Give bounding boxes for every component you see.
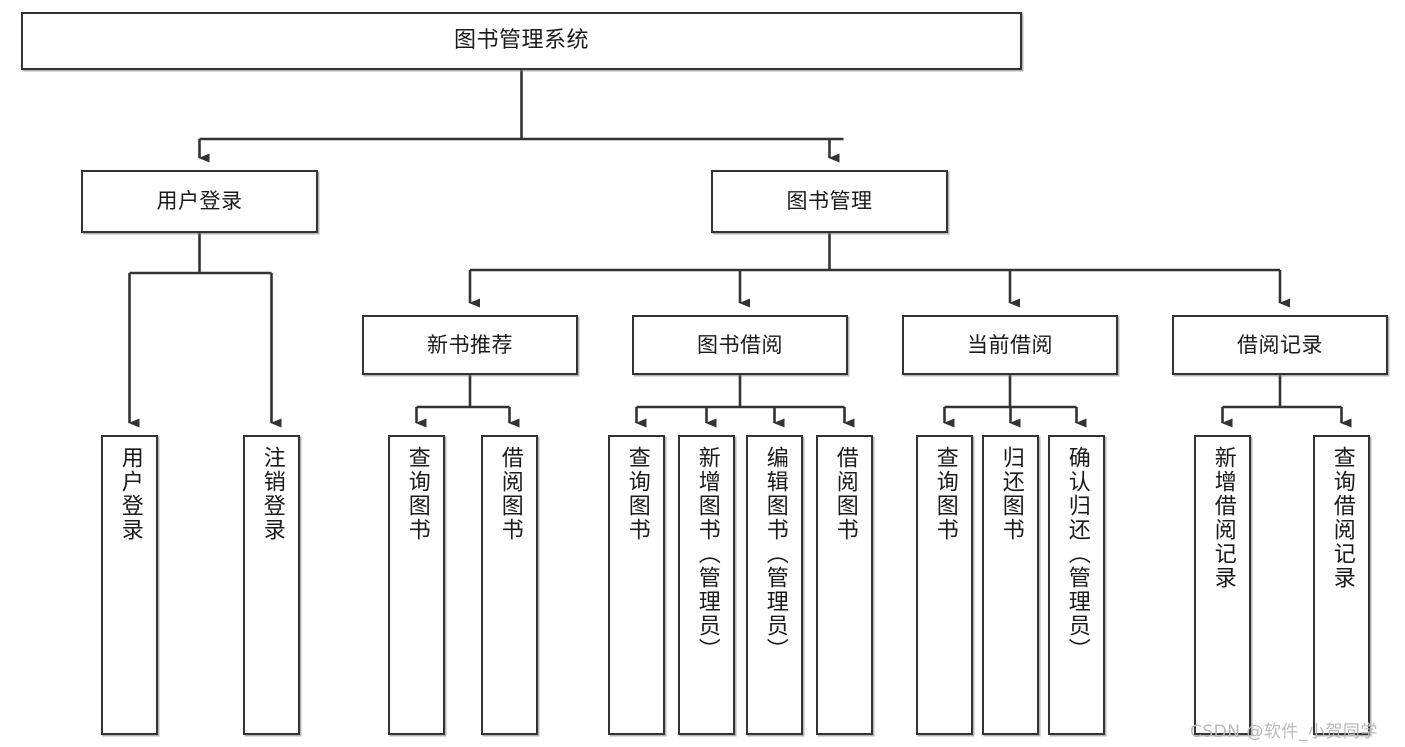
node-leaf-query-record-label: 查询借阅记录 — [1329, 446, 1355, 590]
node-borrow-record[interactable]: 借阅记录 — [1172, 315, 1388, 375]
node-leaf-query-book-3-label: 查询图书 — [932, 446, 958, 542]
node-leaf-add-book-label: 新增图书（管理员） — [694, 446, 720, 662]
node-leaf-borrow-book-1-label: 借阅图书 — [497, 446, 523, 542]
node-leaf-borrow-book-2[interactable]: 借阅图书 — [816, 435, 873, 735]
node-current-borrow-label: 当前借阅 — [967, 332, 1053, 357]
node-new-book-recommend-label: 新书推荐 — [427, 332, 513, 357]
node-user-login[interactable]: 用户登录 — [81, 170, 318, 233]
node-leaf-confirm-return-label: 确认归还（管理员） — [1064, 446, 1090, 662]
node-leaf-return-book-label: 归还图书 — [998, 446, 1024, 542]
node-user-login-label: 用户登录 — [156, 189, 243, 214]
node-leaf-query-book-2[interactable]: 查询图书 — [608, 435, 665, 735]
node-book-borrow[interactable]: 图书借阅 — [632, 315, 848, 375]
node-book-manage-label: 图书管理 — [786, 189, 873, 214]
watermark: CSDN @软件_小贺同学 — [1190, 722, 1378, 742]
node-leaf-add-record-label: 新增借阅记录 — [1210, 446, 1236, 590]
node-new-book-recommend[interactable]: 新书推荐 — [362, 315, 578, 375]
node-root[interactable]: 图书管理系统 — [21, 12, 1022, 70]
node-leaf-query-record[interactable]: 查询借阅记录 — [1313, 435, 1370, 735]
node-leaf-edit-book[interactable]: 编辑图书（管理员） — [746, 435, 803, 735]
node-leaf-query-book-1-label: 查询图书 — [404, 446, 430, 542]
node-leaf-query-book-2-label: 查询图书 — [624, 446, 650, 542]
node-leaf-user-login[interactable]: 用户登录 — [101, 435, 158, 735]
node-leaf-borrow-book-1[interactable]: 借阅图书 — [481, 435, 538, 735]
node-leaf-add-book[interactable]: 新增图书（管理员） — [678, 435, 735, 735]
node-borrow-record-label: 借阅记录 — [1237, 332, 1323, 357]
node-leaf-user-logout-label: 注销登录 — [259, 446, 285, 542]
node-book-manage[interactable]: 图书管理 — [711, 170, 948, 233]
node-root-label: 图书管理系统 — [453, 28, 589, 54]
node-leaf-confirm-return[interactable]: 确认归还（管理员） — [1048, 435, 1105, 735]
node-leaf-return-book[interactable]: 归还图书 — [982, 435, 1039, 735]
node-leaf-user-login-label: 用户登录 — [117, 446, 143, 542]
node-leaf-query-book-3[interactable]: 查询图书 — [916, 435, 973, 735]
node-leaf-borrow-book-2-label: 借阅图书 — [832, 446, 858, 542]
node-leaf-user-logout[interactable]: 注销登录 — [243, 435, 300, 735]
node-leaf-query-book-1[interactable]: 查询图书 — [388, 435, 445, 735]
node-leaf-edit-book-label: 编辑图书（管理员） — [762, 446, 788, 662]
node-book-borrow-label: 图书借阅 — [697, 332, 783, 357]
node-current-borrow[interactable]: 当前借阅 — [902, 315, 1118, 375]
node-leaf-add-record[interactable]: 新增借阅记录 — [1194, 435, 1251, 735]
